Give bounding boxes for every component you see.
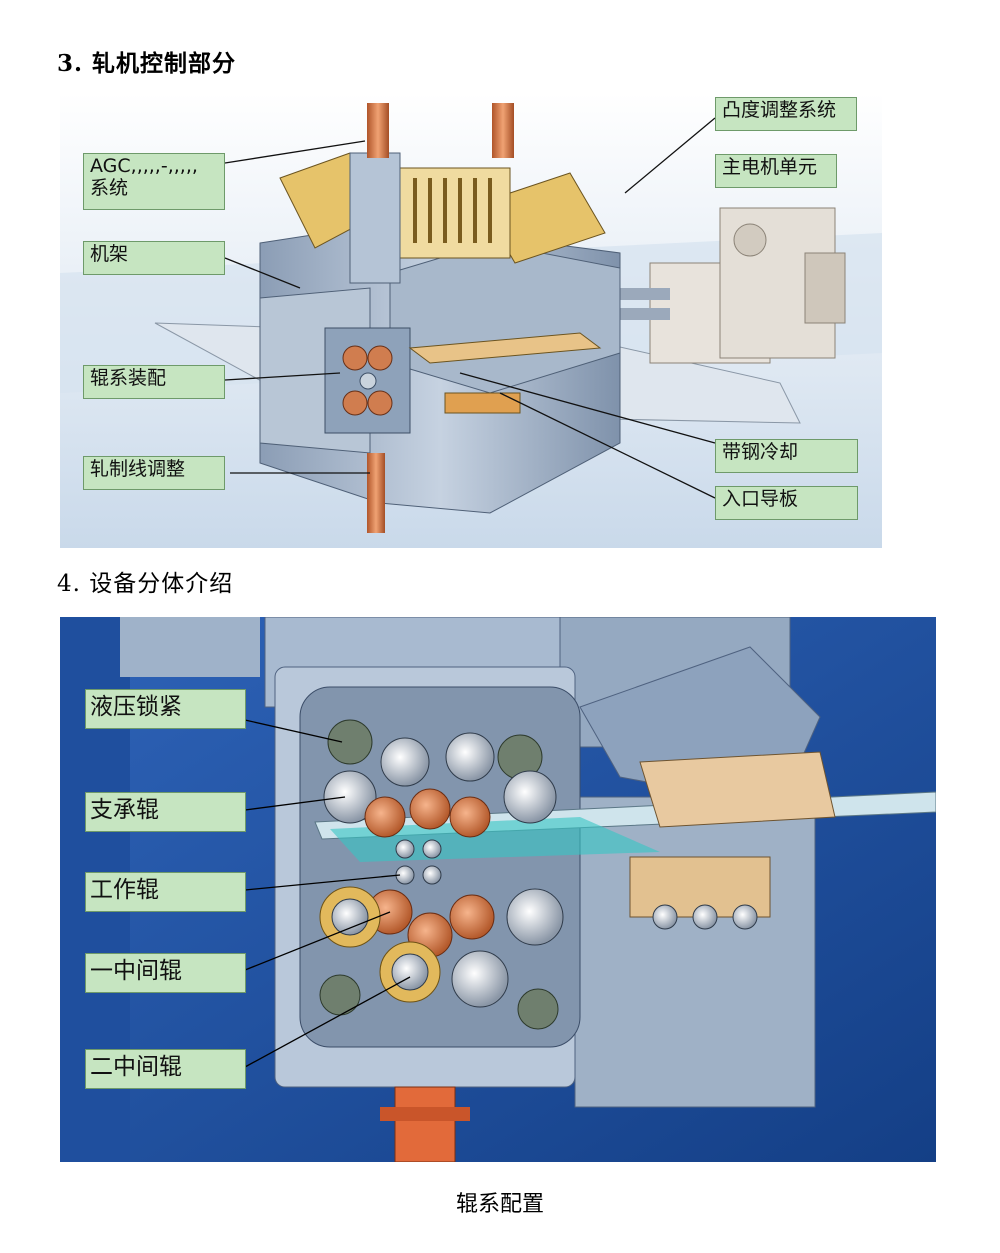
label-roll-assembly: 辊系装配 xyxy=(83,365,225,399)
label-strip-cooling: 带钢冷却 xyxy=(715,439,858,473)
label-second-intermediate-roll: 二中间辊 xyxy=(85,1049,246,1089)
mill-control-figure: AGC,,,,,-,,,,, 系统 机架 辊系装配 轧制线调整 凸度调整系统 主… xyxy=(60,93,882,548)
label-frame: 机架 xyxy=(83,241,225,275)
label-first-intermediate-roll: 一中间辊 xyxy=(85,953,246,993)
label-agc-system: AGC,,,,,-,,,,, 系统 xyxy=(83,153,225,210)
roll-config-figure: 液压锁紧 支承辊 工作辊 一中间辊 二中间辊 xyxy=(60,617,936,1162)
label-entry-guide: 入口导板 xyxy=(715,486,858,520)
figure-caption: 辊系配置 xyxy=(455,1192,544,1217)
section4-heading: 4. 设备分体介绍 xyxy=(57,571,234,597)
label-hydraulic-lock: 液压锁紧 xyxy=(85,689,246,729)
label-main-motor: 主电机单元 xyxy=(715,154,837,188)
label-backup-roll: 支承辊 xyxy=(85,792,246,832)
label-pass-line-adjust: 轧制线调整 xyxy=(83,456,225,490)
label-crown-control: 凸度调整系统 xyxy=(715,97,857,131)
section3-heading: 3. 轧机控制部分 xyxy=(57,50,237,77)
label-work-roll: 工作辊 xyxy=(85,872,246,912)
